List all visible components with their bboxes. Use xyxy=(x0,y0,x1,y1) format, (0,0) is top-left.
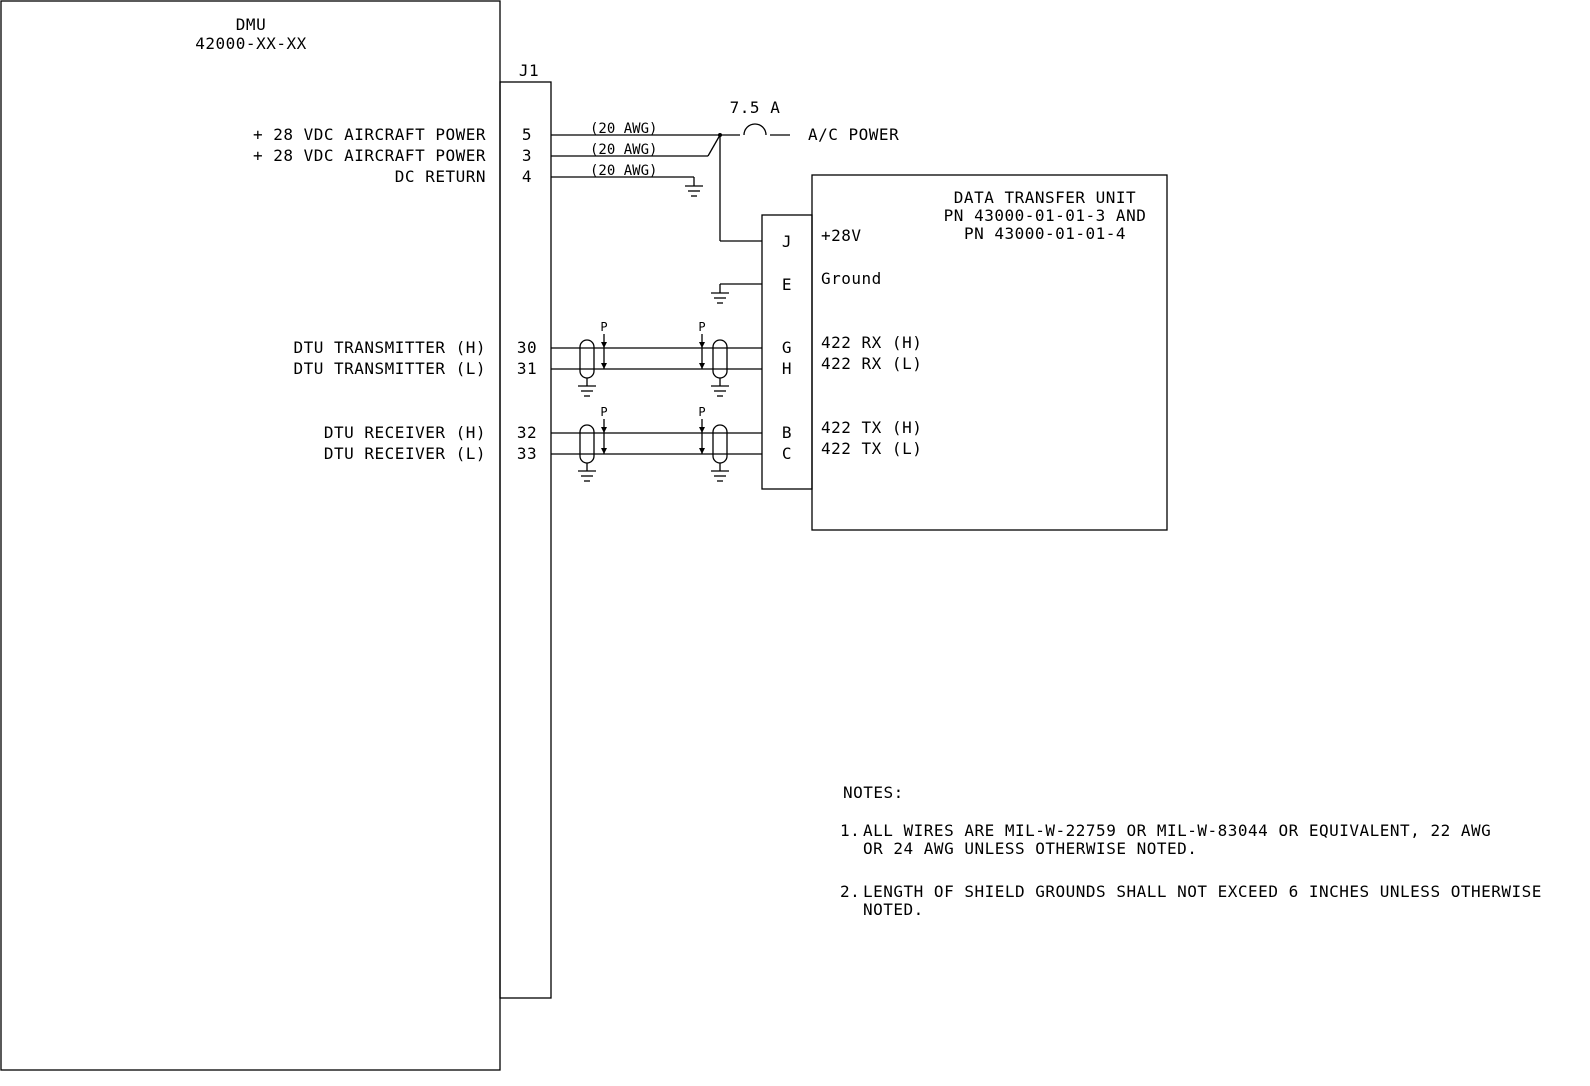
dtu-pn-line1: PN 43000-01-01-3 AND xyxy=(944,206,1147,225)
wire-gauge-5: (20 AWG) xyxy=(590,121,657,137)
dc-return-ground-icon xyxy=(684,185,704,197)
wire-pin-3-join xyxy=(707,134,721,157)
note-2-line2: NOTED. xyxy=(863,900,924,919)
ac-power-label: A/C POWER xyxy=(808,125,899,144)
dtu-pin-c: C xyxy=(782,444,792,463)
dtu-box xyxy=(811,174,1168,531)
note-1-number: 1. xyxy=(840,821,860,840)
pin-number-4: 4 xyxy=(522,167,532,186)
shield-ground-icon xyxy=(710,385,730,397)
pin-label-33: DTU RECEIVER (L) xyxy=(324,444,486,463)
wire-gauge-3: (20 AWG) xyxy=(590,142,657,158)
pin-number-3: 3 xyxy=(522,146,532,165)
shield-ground-icon xyxy=(710,470,730,482)
fuse-rating: 7.5 A xyxy=(730,98,781,117)
pin-number-30: 30 xyxy=(517,338,537,357)
pin-label-5: + 28 VDC AIRCRAFT POWER xyxy=(253,125,486,144)
j1-connector xyxy=(499,81,552,999)
shield-right-rx xyxy=(712,424,728,464)
power-wiring xyxy=(551,123,790,242)
wire-gauge-4: (20 AWG) xyxy=(590,163,657,179)
pin-label-4: DC RETURN xyxy=(395,167,486,186)
shield-marker: P xyxy=(600,320,607,334)
dtu-pin-e: E xyxy=(782,275,792,294)
dtu-signal-rx-l: 422 RX (L) xyxy=(821,354,922,373)
dtu-ground-wiring xyxy=(710,283,762,304)
note-1-line2: OR 24 AWG UNLESS OTHERWISE NOTED. xyxy=(863,839,1197,858)
shield-marker: P xyxy=(600,405,607,419)
note-2-number: 2. xyxy=(840,882,860,901)
dtu-ground-icon xyxy=(710,292,730,304)
shield-ground-icon xyxy=(577,385,597,397)
pin-label-31: DTU TRANSMITTER (L) xyxy=(293,359,486,378)
note-1-line1: ALL WIRES ARE MIL-W-22759 OR MIL-W-83044… xyxy=(863,821,1491,840)
notes-block: NOTES: 1. ALL WIRES ARE MIL-W-22759 OR M… xyxy=(840,783,1542,919)
pin-label-30: DTU TRANSMITTER (H) xyxy=(293,338,486,357)
dtu-signal-ground: Ground xyxy=(821,269,882,288)
dtu-pin-j: J xyxy=(782,232,792,251)
shield-left-tx xyxy=(579,339,595,379)
shield-ground-icon xyxy=(577,470,597,482)
pin-number-33: 33 xyxy=(517,444,537,463)
dtu-signal-tx-l: 422 TX (L) xyxy=(821,439,922,458)
dtu-signal-tx-h: 422 TX (H) xyxy=(821,418,922,437)
dtu-pin-g: G xyxy=(782,338,792,357)
fuse-symbol xyxy=(743,123,767,136)
shielded-pair-receiver: P P xyxy=(551,405,762,482)
pin-number-31: 31 xyxy=(517,359,537,378)
pin-label-32: DTU RECEIVER (H) xyxy=(324,423,486,442)
pin-number-32: 32 xyxy=(517,423,537,442)
dmu-name: DMU xyxy=(236,15,266,34)
note-2-line1: LENGTH OF SHIELD GROUNDS SHALL NOT EXCEE… xyxy=(863,882,1542,901)
shield-marker: P xyxy=(698,320,705,334)
shielded-pair-transmitter: P P xyxy=(551,320,762,397)
shield-right-tx xyxy=(712,339,728,379)
dtu-signal-28v: +28V xyxy=(821,226,862,245)
dmu-part-number: 42000-XX-XX xyxy=(195,34,306,53)
dtu-title: DATA TRANSFER UNIT xyxy=(954,188,1136,207)
dtu-pin-h: H xyxy=(782,359,792,378)
notes-heading: NOTES: xyxy=(843,783,904,802)
shield-left-rx xyxy=(579,424,595,464)
dtu-pin-b: B xyxy=(782,423,792,442)
dtu-pn-line2: PN 43000-01-01-4 xyxy=(964,224,1126,243)
pin-label-3: + 28 VDC AIRCRAFT POWER xyxy=(253,146,486,165)
dtu-signal-rx-h: 422 RX (H) xyxy=(821,333,922,352)
j1-label: J1 xyxy=(519,61,539,80)
pin-number-5: 5 xyxy=(522,125,532,144)
shield-marker: P xyxy=(698,405,705,419)
